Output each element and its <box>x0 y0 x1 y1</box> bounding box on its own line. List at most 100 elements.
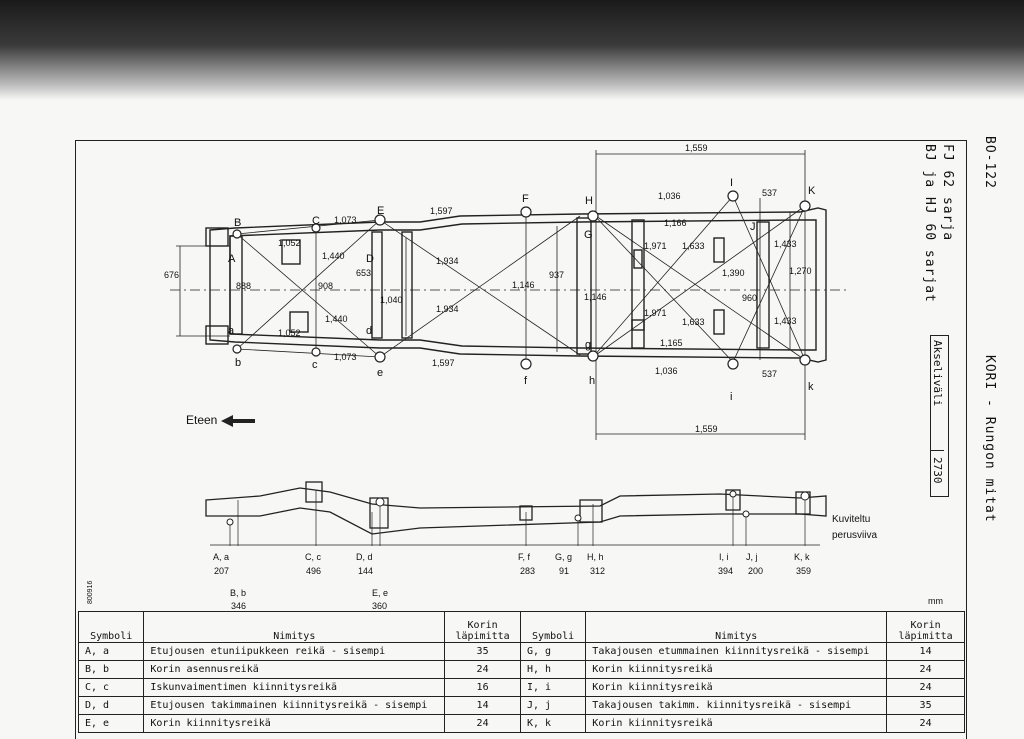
row-name: Korin kiinnitysreikä <box>143 714 446 733</box>
height-symbol: K, k <box>794 552 810 562</box>
dim-1971-top: 1,971 <box>644 241 667 251</box>
row-name: Korin asennusreikä <box>143 660 446 679</box>
header-diameter-line-1: Korin <box>467 620 498 631</box>
table-row: E, e Korin kiinnitysreikä 24 K, k Korin … <box>77 714 965 733</box>
height-symbol: F, f <box>518 552 531 562</box>
point-letter: B <box>234 217 241 229</box>
diagram-frame <box>75 140 967 739</box>
row-name: Korin kiinnitysreikä <box>585 660 888 679</box>
dim-1559-top: 1,559 <box>685 143 708 153</box>
dim-1052-bottom: 1,052 <box>278 328 301 338</box>
dim-1146-right: 1,146 <box>584 292 607 302</box>
baseline-label-1: Kuviteltu <box>832 514 870 525</box>
dim-1270: 1,270 <box>789 266 812 276</box>
point-letter: J <box>750 221 756 233</box>
unit-label: mm <box>928 596 943 606</box>
dim-1597-bottom: 1,597 <box>432 358 455 368</box>
model-line-1: FJ 62 sarja <box>940 144 955 242</box>
point-letter: H <box>585 195 593 207</box>
table-row: B, b Korin asennusreikä 24 H, h Korin ki… <box>77 660 965 679</box>
dim-1934-top: 1,934 <box>436 256 459 266</box>
figure-code: 800916 <box>87 581 94 604</box>
side-holes <box>226 490 810 526</box>
row-name: Korin kiinnitysreikä <box>585 714 888 733</box>
row-symbol: B, b <box>77 660 145 679</box>
point-letters: B A C D E F H G I J K a b c d e f g h i … <box>228 177 816 403</box>
dim-1440-bottom: 1,440 <box>325 314 348 324</box>
point-letter: E <box>377 205 384 217</box>
row-diameter: 14 <box>444 696 521 715</box>
dimension-values: 676 888 908 653 1,052 1,052 1,073 1,073 … <box>164 143 812 434</box>
row-symbol: C, c <box>77 678 145 697</box>
row-symbol: A, a <box>77 642 145 661</box>
header-symbol: Symboli <box>77 611 145 643</box>
height-value: 496 <box>306 566 321 576</box>
height-symbol: I, i <box>719 552 729 562</box>
wheelbase-value: 2730 <box>931 457 944 484</box>
row-diameter: 14 <box>886 642 965 661</box>
row-diameter: 16 <box>444 678 521 697</box>
dim-1433-top: 1,433 <box>774 239 797 249</box>
mounting-holes <box>232 190 811 370</box>
frame-outline <box>205 207 827 363</box>
dim-1073-top: 1,073 <box>334 215 357 225</box>
height-value: 200 <box>748 566 763 576</box>
height-lines <box>229 490 806 546</box>
dim-1633-top: 1,633 <box>682 241 705 251</box>
height-symbol: A, a <box>213 552 229 562</box>
arrow-left-icon <box>220 414 255 427</box>
height-value: 394 <box>718 566 733 576</box>
dim-1073-bottom: 1,073 <box>334 352 357 362</box>
dim-1559-bottom: 1,559 <box>695 424 718 434</box>
measurement-lines <box>170 150 850 440</box>
dim-1036-top: 1,036 <box>658 191 681 201</box>
dim-676: 676 <box>164 270 179 280</box>
dim-1166: 1,166 <box>664 218 687 228</box>
dim-653: 653 <box>356 268 371 278</box>
dim-1597-top: 1,597 <box>430 206 453 216</box>
row-name: Takajousen takimm. kiinnitysreikä - sise… <box>585 696 888 715</box>
row-name: Etujousen takimmainen kiinnitysreikä - s… <box>143 696 446 715</box>
row-diameter: 24 <box>886 660 965 679</box>
page-code: BO-122 <box>982 136 997 189</box>
point-letter: K <box>808 185 816 197</box>
dim-1165: 1,165 <box>660 338 683 348</box>
height-value: 346 <box>231 601 246 611</box>
height-symbol: G, g <box>555 552 572 562</box>
dim-908: 908 <box>318 281 333 291</box>
row-diameter: 35 <box>886 696 965 715</box>
dim-1390: 1,390 <box>722 268 745 278</box>
header-diameter-line-1: Korin <box>910 620 941 631</box>
point-letter: h <box>589 375 595 387</box>
front-direction: Eteen <box>186 413 255 427</box>
row-diameter: 24 <box>886 678 965 697</box>
header-symbol: Symboli <box>519 611 587 643</box>
table-row: D, d Etujousen takimmainen kiinnitysreik… <box>77 696 965 715</box>
dim-937: 937 <box>549 270 564 280</box>
height-symbol: J, j <box>746 552 758 562</box>
row-symbol: I, i <box>519 678 587 697</box>
point-letter: G <box>584 229 593 241</box>
row-diameter: 24 <box>886 714 965 733</box>
dim-1440-top: 1,440 <box>322 251 345 261</box>
height-value: 283 <box>520 566 535 576</box>
height-symbol: C, c <box>305 552 322 562</box>
point-letter: g <box>585 339 591 351</box>
height-symbol: E, e <box>372 588 388 598</box>
dim-960: 960 <box>742 293 757 303</box>
dim-1040: 1,040 <box>380 295 403 305</box>
section-title: KORI - Rungon mitat <box>982 355 997 523</box>
point-letter: D <box>366 253 374 265</box>
scan-shadow <box>0 0 1024 100</box>
row-symbol: G, g <box>519 642 587 661</box>
header-diameter-line-2: läpimitta <box>898 631 953 642</box>
row-name: Takajousen etummainen kiinnitysreikä - s… <box>585 642 888 661</box>
point-letter: d <box>366 325 372 337</box>
dim-1146-left: 1,146 <box>512 280 535 290</box>
header-name: Nimitys <box>585 611 888 643</box>
point-letter: b <box>235 357 241 369</box>
wheelbase-box: Akseliväli 2730 <box>930 335 949 497</box>
point-letter: f <box>524 375 528 387</box>
